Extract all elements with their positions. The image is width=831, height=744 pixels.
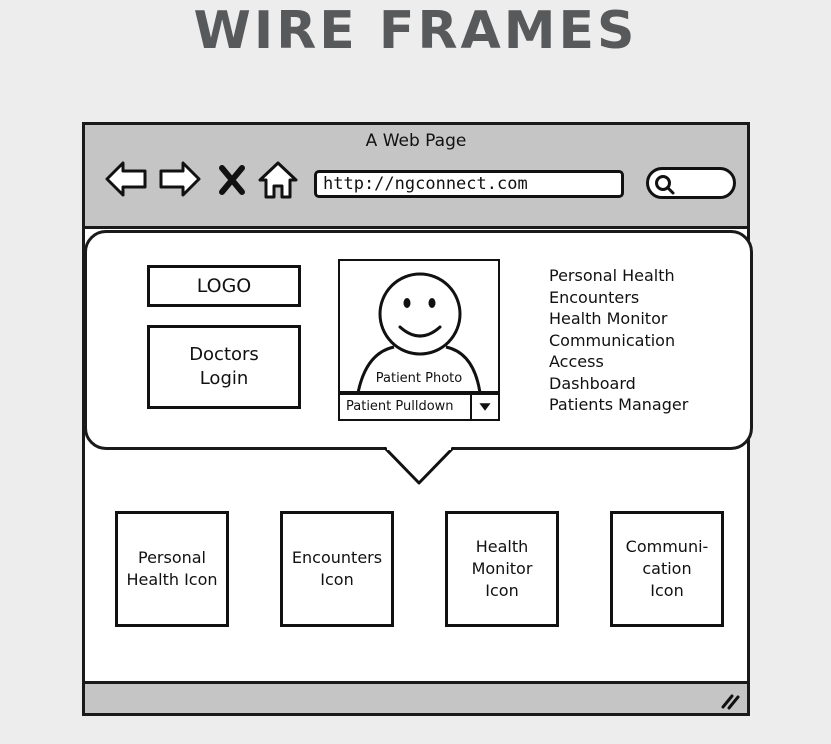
nav-item-encounters[interactable]: Encounters (549, 287, 640, 307)
back-arrow-icon[interactable] (103, 156, 149, 202)
nav-item-communication[interactable]: Communication (549, 330, 676, 350)
tile-label: Icon (320, 570, 354, 589)
url-input[interactable]: http://ngconnect.com (314, 170, 624, 198)
smiley-avatar-icon (356, 272, 482, 391)
patient-pulldown-label: Patient Pulldown (346, 399, 454, 414)
personal-health-tile[interactable]: Personal Health Icon (115, 511, 229, 627)
communication-tile[interactable]: Communi- cation Icon (610, 511, 724, 627)
tile-label: Health Icon (126, 570, 218, 589)
main-nav-menu: Personal Health Encounters Health Monito… (549, 265, 739, 416)
home-icon[interactable] (255, 156, 301, 202)
forward-arrow-icon[interactable] (157, 156, 203, 202)
patient-photo-label: Patient Photo (375, 371, 463, 386)
patient-pulldown[interactable]: Patient Pulldown (338, 393, 500, 421)
tile-label: cation (642, 559, 692, 578)
doctors-login-label-line2: Login (199, 368, 249, 389)
window-title: A Web Page (365, 131, 467, 151)
callout-pointer (384, 447, 454, 487)
status-bar (85, 681, 747, 713)
doctors-login-label-line1: Doctors (189, 344, 259, 365)
search-icon (655, 175, 675, 195)
doctors-login-button[interactable]: Doctors Login (147, 325, 301, 409)
browser-toolbar: A Web Page http://ngconnect.com (85, 125, 747, 229)
patient-photo: Patient Photo (338, 259, 500, 393)
browser-window-mockup: A Web Page http://ngconnect.com LOGO Doc… (82, 122, 753, 716)
tile-label: Communi- (625, 537, 709, 556)
nav-item-health-monitor[interactable]: Health Monitor (549, 309, 668, 328)
resize-grip-icon[interactable] (719, 690, 741, 710)
nav-item-patients-manager[interactable]: Patients Manager (549, 395, 689, 414)
tile-label: Icon (650, 581, 684, 600)
page-heading: WIRE FRAMES (193, 1, 638, 61)
tile-label: Encounters (291, 548, 383, 567)
encounters-tile[interactable]: Encounters Icon (280, 511, 394, 627)
tile-label: Health (475, 537, 529, 556)
nav-item-dashboard[interactable]: Dashboard (549, 373, 636, 393)
close-x-icon[interactable] (213, 156, 251, 202)
tile-label: Monitor (471, 559, 533, 578)
search-field[interactable] (646, 167, 736, 199)
nav-item-personal-health[interactable]: Personal Health (549, 266, 675, 285)
dropdown-arrow-icon[interactable] (470, 395, 498, 419)
logo-placeholder: LOGO (147, 265, 301, 307)
tile-label: Icon (485, 581, 519, 600)
nav-item-access[interactable]: Access (549, 352, 604, 371)
tile-label: Personal (137, 548, 206, 567)
health-monitor-tile[interactable]: Health Monitor Icon (445, 511, 559, 627)
